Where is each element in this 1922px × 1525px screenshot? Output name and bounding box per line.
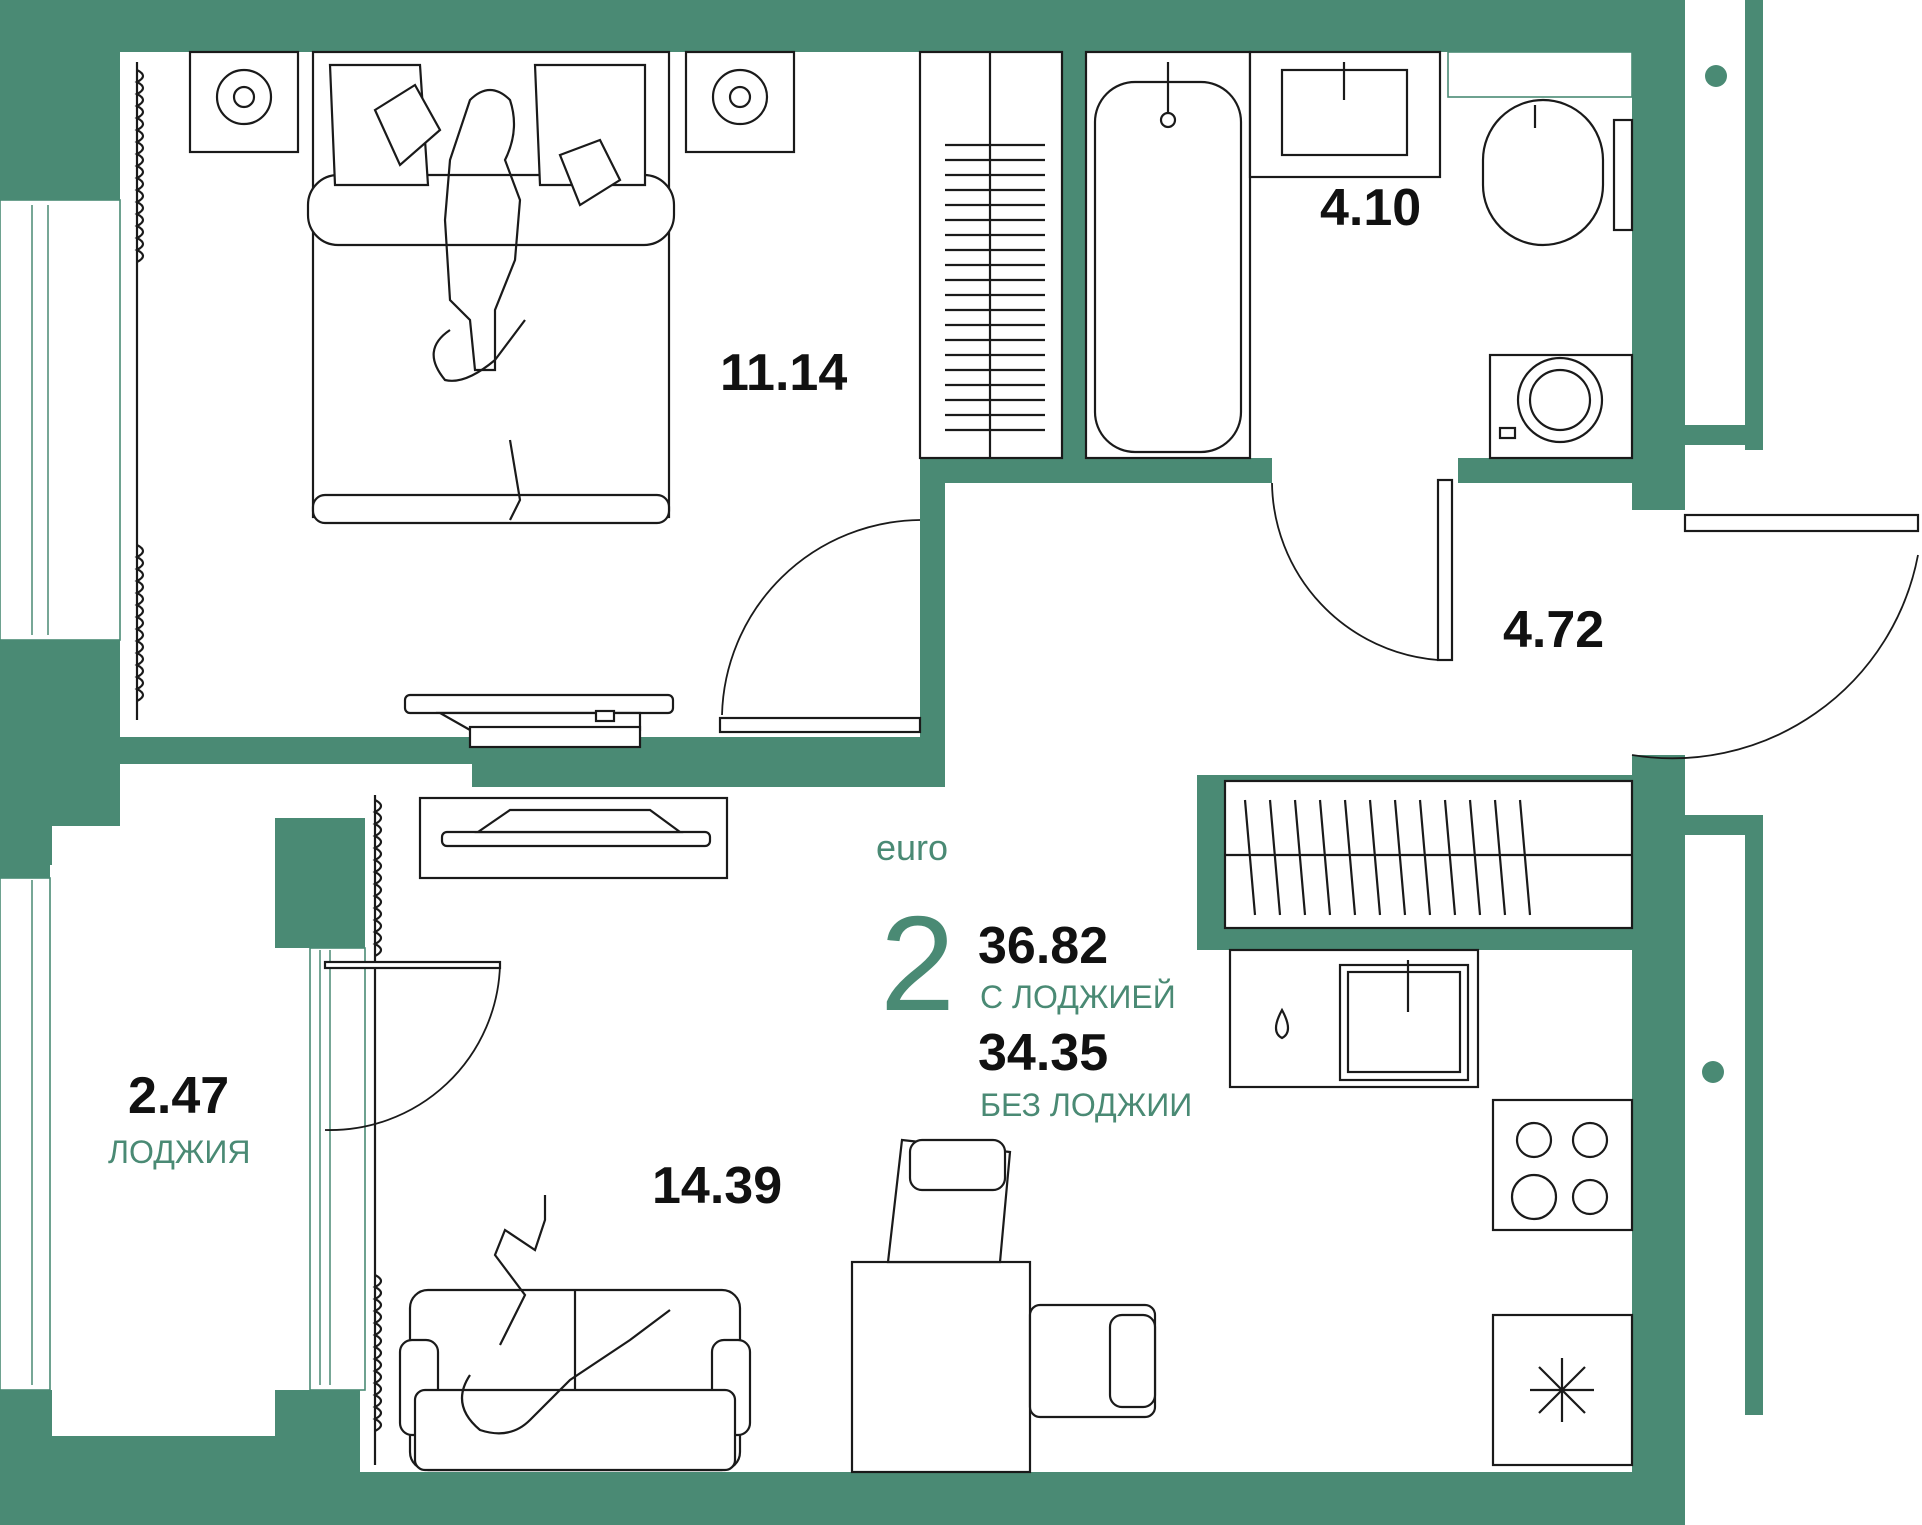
area-without-loggia: 34.35 [978,1024,1108,1082]
loggia-area [52,826,275,1436]
bedroom-door [718,519,922,734]
bathroom-fixtures [1084,50,1634,460]
bathroom-door [1271,478,1454,662]
loggia-area-value: 2.47 [128,1067,229,1125]
bedroom-area: 11.14 [720,344,847,402]
area-with-loggia: 36.82 [978,917,1108,975]
bedroom-furniture [134,50,796,720]
bedroom-wardrobe [918,50,1064,460]
living-kitchen-area: 14.39 [652,1157,782,1215]
loggia-label: ЛОДЖИЯ [108,1134,251,1170]
apartment-summary: euro 2 36.82 С ЛОДЖИЕЙ 34.35 БЕЗ ЛОДЖИИ [876,827,1192,1123]
bedroom-tv-stand [403,693,675,749]
with-loggia-label: С ЛОДЖИЕЙ [980,979,1176,1015]
hallway-area: 4.72 [1503,601,1604,659]
room-labels: 11.14 4.10 4.72 14.39 2.47 ЛОДЖИЯ [108,179,1604,1215]
bathroom-area: 4.10 [1320,179,1421,237]
entrance-door [1631,513,1920,760]
rooms-count: 2 [880,888,955,1039]
snowflake-icon [1530,1358,1594,1422]
kitchen [1228,948,1634,1467]
bedroom-window [0,199,121,641]
loggia-window [0,877,51,1391]
hall-wardrobe [1223,779,1634,930]
without-loggia-label: БЕЗ ЛОДЖИИ [980,1087,1192,1123]
apartment-type-label: euro [876,827,948,868]
living-furniture [323,795,1157,1474]
water-drop-icon [1274,1007,1290,1040]
bath-window [1447,51,1633,98]
living-window [309,947,366,1391]
